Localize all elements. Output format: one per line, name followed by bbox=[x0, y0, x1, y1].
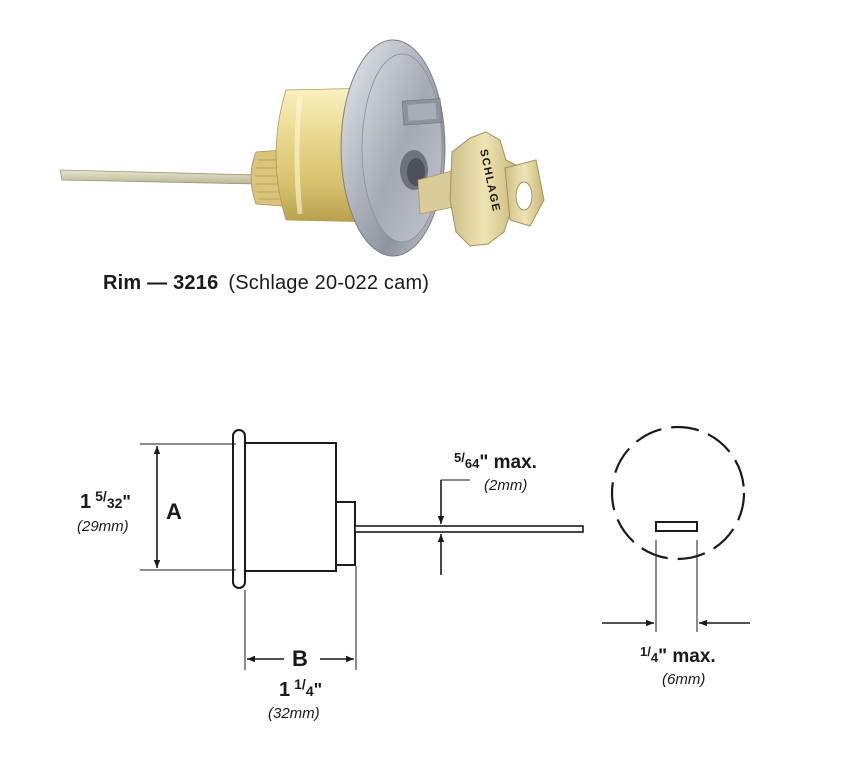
rear-nut bbox=[250, 149, 283, 207]
key: SCHLAGE bbox=[417, 131, 545, 247]
end-view-circle bbox=[610, 425, 746, 561]
dim-a-letter: A bbox=[166, 499, 182, 524]
dim-b-letter: B bbox=[292, 646, 308, 671]
caption: Rim — 3216 (Schlage 20-022 cam) bbox=[103, 272, 429, 295]
dim-a-metric: (29mm) bbox=[77, 518, 129, 535]
cam-label: (Schlage 20-022 cam) bbox=[228, 272, 430, 294]
product-photo: SCHLAGE bbox=[59, 39, 545, 257]
cylinder-outline bbox=[244, 442, 337, 572]
cam-thickness-imperial: 5/64" max. bbox=[454, 450, 537, 473]
cam-width-metric: (6mm) bbox=[662, 671, 705, 688]
tail-bar-outline bbox=[354, 525, 584, 533]
dim-b-metric: (32mm) bbox=[268, 705, 320, 722]
cam-thickness-metric: (2mm) bbox=[484, 477, 527, 494]
cam-block-outline bbox=[335, 501, 356, 566]
model-label: Rim — 3216 bbox=[103, 272, 219, 294]
end-view-cam-slot bbox=[655, 521, 698, 532]
cam-width-imperial: 1/4" max. bbox=[640, 644, 716, 667]
flange-outline bbox=[232, 429, 246, 589]
